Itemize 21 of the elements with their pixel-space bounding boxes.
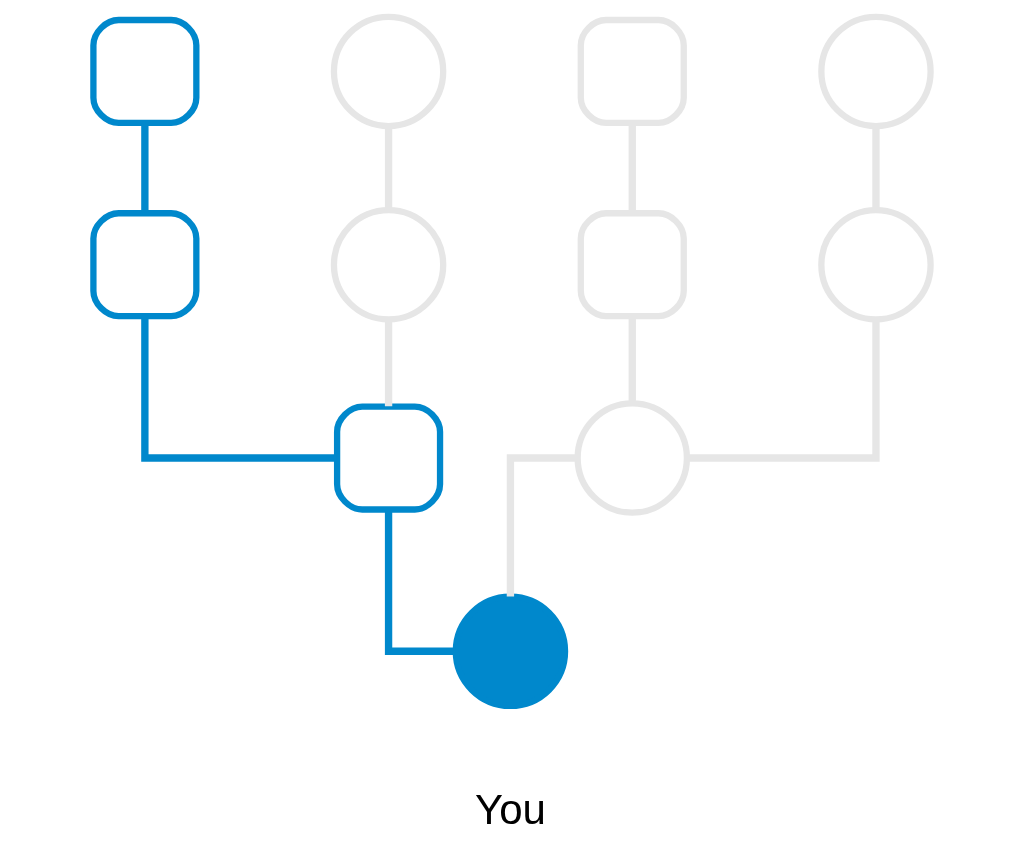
node-circle bbox=[452, 593, 569, 710]
connector bbox=[141, 123, 149, 213]
node-circle bbox=[330, 206, 447, 323]
node-label: You bbox=[474, 785, 546, 833]
node-circle bbox=[818, 13, 934, 130]
connector bbox=[384, 319, 393, 407]
connector bbox=[141, 316, 337, 462]
connector bbox=[384, 509, 456, 655]
node-circle bbox=[330, 13, 447, 130]
connector bbox=[872, 126, 880, 210]
node-box bbox=[577, 210, 687, 320]
node-box bbox=[577, 16, 687, 127]
node-circle bbox=[818, 206, 934, 323]
connector bbox=[628, 316, 636, 404]
connector bbox=[628, 123, 636, 213]
node-box bbox=[333, 403, 444, 513]
node-box bbox=[90, 16, 200, 127]
node-box bbox=[90, 210, 200, 320]
node-circle bbox=[574, 400, 691, 516]
connector bbox=[384, 126, 393, 210]
connector bbox=[506, 454, 578, 597]
